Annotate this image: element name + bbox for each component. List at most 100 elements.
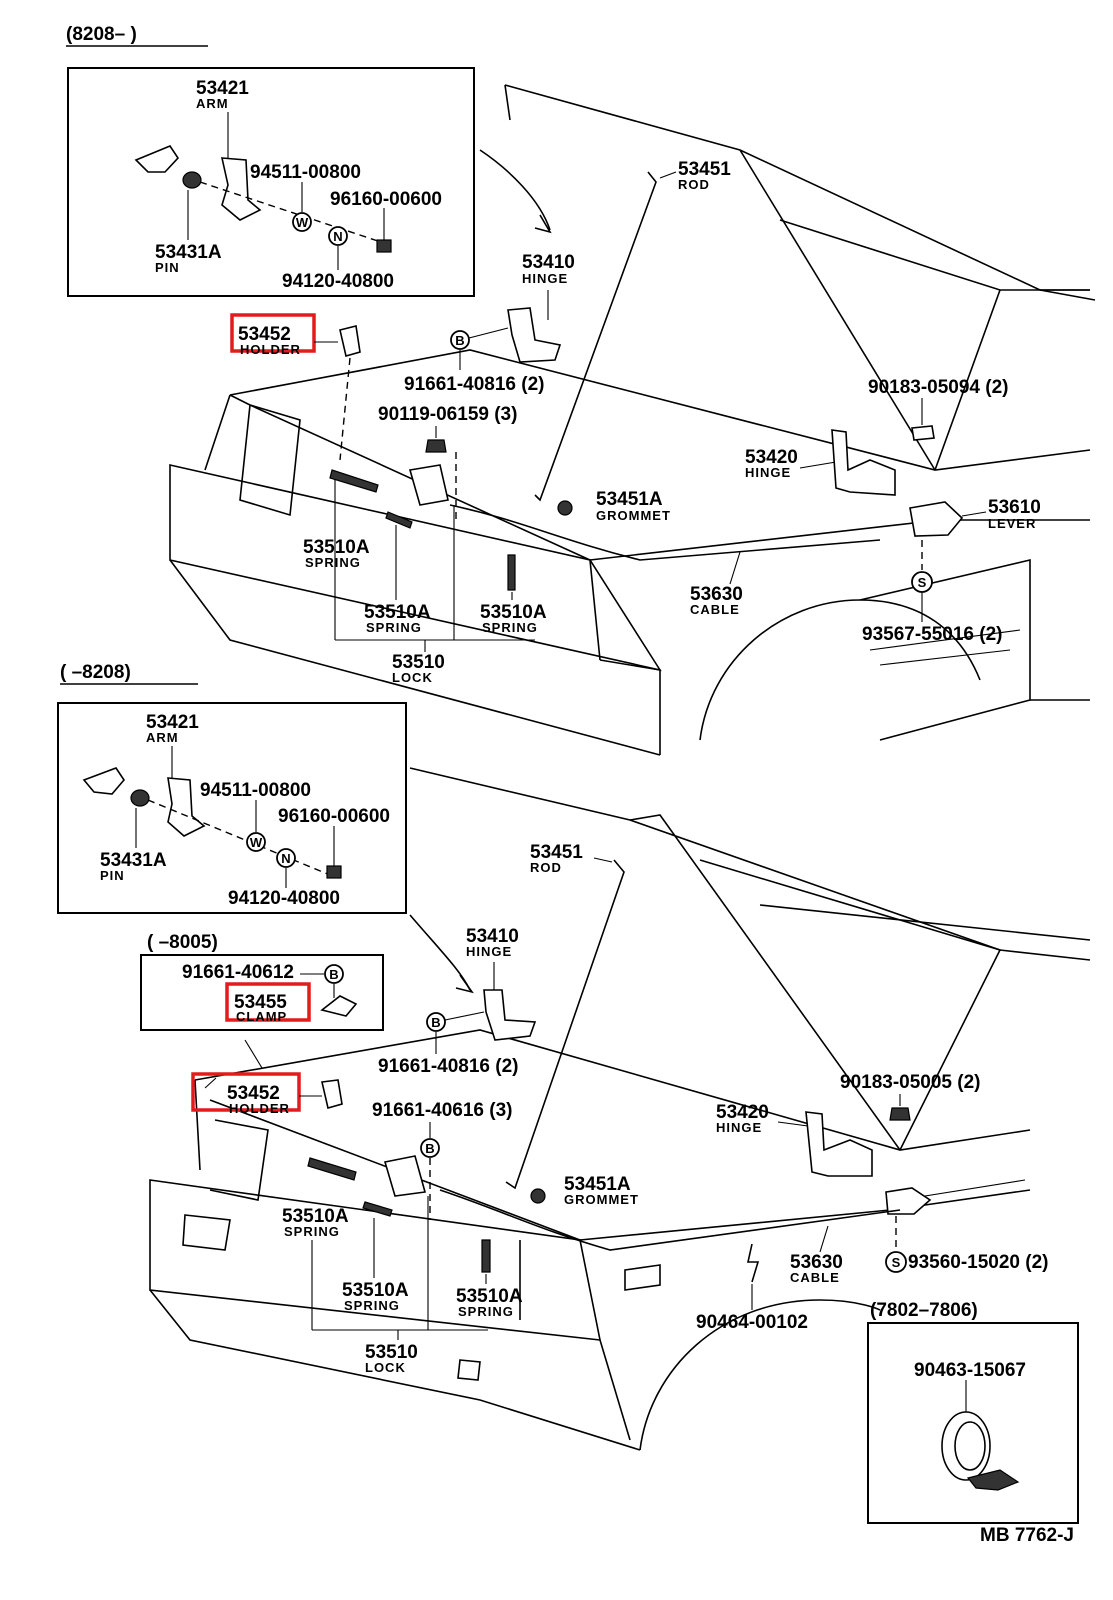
- lower-inset: 53421 ARM 94511-00800 W 96160-00600 N 94…: [57, 702, 407, 914]
- upper-lock-group: 53510A SPRING 53510A SPRING 53510A SPRIN…: [303, 469, 547, 685]
- lower-inset-nut-symbol: [276, 848, 296, 868]
- lower-inset-washer-symbol: [246, 832, 266, 852]
- upper-grommet-icon: [557, 500, 573, 516]
- svg-text:B: B: [329, 967, 338, 982]
- lower-inset-arm-num: 53421: [146, 712, 199, 733]
- lower-inset-frame: [57, 702, 407, 914]
- svg-text:B: B: [455, 333, 464, 348]
- upper-hinge-icon: [507, 307, 562, 363]
- upper-rod-icon: [534, 171, 657, 502]
- lower-inset-bracket-icon: [82, 767, 126, 795]
- lower-spring2-num: 53510A: [342, 1280, 409, 1301]
- upper-inset-pin-name: PIN: [155, 260, 180, 275]
- lower-lock-num: 53510: [365, 1342, 418, 1363]
- upper-inset-pin-icon: [182, 171, 202, 189]
- upper-hinge-num: 53410: [522, 252, 575, 273]
- lower-inset-washer-num: 94511-00800: [200, 780, 311, 801]
- lower-lever-bolt-icon: [889, 1107, 911, 1121]
- upper-holder-num: 53452: [238, 324, 291, 345]
- lower-hinge-name: HINGE: [466, 944, 512, 959]
- lower-hinge-bolt-symbol: [426, 1012, 446, 1032]
- svg-text:N: N: [333, 229, 342, 244]
- upper-spring3-num: 53510A: [480, 602, 547, 623]
- upper-cable-name: CABLE: [690, 602, 740, 617]
- lower-grommet-num: 53451A: [564, 1174, 631, 1195]
- lower-screw-symbol: [885, 1251, 907, 1273]
- lower-grommet: 53451A GROMMET: [530, 1174, 638, 1207]
- upper-inset: 53421 ARM 94511-00800 W 96160-00600 N 94…: [67, 67, 475, 297]
- lower-hinge: 53410 HINGE B 91661-40816 (2): [378, 926, 537, 1077]
- lower-inset-nut-icon: [326, 865, 342, 879]
- lower-grommet-icon: [530, 1188, 546, 1204]
- lower-rod-name: ROD: [530, 860, 562, 875]
- upper-spring2-icon: [385, 511, 413, 529]
- upper-lock-icon: [408, 464, 449, 506]
- upper-holder-highlight: [230, 313, 316, 353]
- lower-spring3-num: 53510A: [456, 1286, 523, 1307]
- upper-grommet: 53451A GROMMET: [557, 489, 670, 523]
- lower-lock-group: 53510A SPRING 53510A SPRING 53510A SPRIN…: [282, 1157, 523, 1375]
- lower-inset-pin-name: PIN: [100, 868, 125, 883]
- upper-spring2-num: 53510A: [364, 602, 431, 623]
- upper-rod: 53451 ROD: [534, 159, 731, 502]
- upper-inset-nut-symbol: [328, 226, 348, 246]
- upper-car-body: [169, 84, 1096, 756]
- lower-lever-icon: [885, 1187, 932, 1215]
- lower-holder-highlight: [191, 1072, 301, 1112]
- upper-rod-name: ROD: [678, 177, 710, 192]
- svg-text:S: S: [892, 1255, 901, 1270]
- lower-holder-name: HOLDER: [229, 1101, 290, 1116]
- upper-spring3-name: SPRING: [482, 620, 538, 635]
- upper-range-label: (8208– ): [66, 24, 137, 45]
- lower-clip-inset-num: 90463-15067: [914, 1360, 1026, 1381]
- lower-spring3-name: SPRING: [458, 1304, 514, 1319]
- lower-inset-nut-num: 96160-00600: [278, 806, 390, 827]
- lower-clamp-inset: ( –8005) 91661-40612 B 53455 CLAMP: [140, 932, 384, 1031]
- svg-text:N: N: [281, 851, 290, 866]
- lower-clamp-range: ( –8005): [147, 932, 218, 953]
- lower-clip-inset: (7802–7806) 90463-15067: [867, 1300, 1079, 1524]
- upper-hinge-bolt-symbol: [450, 330, 470, 350]
- upper-screw-num: 93567-55016 (2): [862, 624, 1003, 645]
- upper-inset-nut-icon: [376, 239, 392, 253]
- catalog-code: MB 7762-J: [980, 1525, 1074, 1546]
- lower-hinge2-icon: [805, 1111, 873, 1177]
- lower-clamp-highlight: [225, 982, 311, 1022]
- svg-text:S: S: [918, 575, 927, 590]
- lower-car-body: [149, 767, 1091, 1451]
- lower-clamp-name: CLAMP: [236, 1009, 287, 1024]
- upper-cable-icon: [449, 504, 881, 561]
- lower-spring1-num: 53510A: [282, 1206, 349, 1227]
- upper-hinge2-num: 53420: [745, 447, 798, 468]
- lower-hinge-num: 53410: [466, 926, 519, 947]
- lower-hinge2: 53420 HINGE: [716, 1102, 873, 1177]
- upper-holder-icon: [339, 325, 361, 358]
- lower-clip-icon: [747, 1243, 760, 1283]
- lower-spring2-name: SPRING: [344, 1298, 400, 1313]
- lower-section: ( –8208) 534: [57, 662, 1091, 1546]
- upper-section: (8208– ): [66, 24, 1096, 756]
- lower-clamp-frame: [140, 954, 384, 1031]
- lower-lock-icon: [383, 1155, 427, 1197]
- lower-lever-bolt-num: 90183-05005 (2): [840, 1072, 981, 1093]
- upper-screw: S 93567-55016 (2): [862, 540, 1003, 645]
- upper-spring1-icon: [329, 469, 379, 493]
- svg-text:B: B: [431, 1015, 440, 1030]
- lower-cable-name: CABLE: [790, 1270, 840, 1285]
- upper-hinge2: 53420 HINGE: [745, 429, 896, 496]
- upper-lever: 53610 LEVER: [909, 497, 1041, 537]
- upper-hinge: 53410 HINGE B 91661-40816 (2): [404, 252, 575, 395]
- svg-text:W: W: [296, 215, 309, 230]
- upper-inset-bracket-icon: [134, 145, 180, 173]
- lower-clip: 90464-00102: [696, 1243, 808, 1333]
- upper-lever-num: 53610: [988, 497, 1041, 518]
- lower-holder: 53452 HOLDER: [191, 1039, 343, 1116]
- lower-hinge-icon: [483, 989, 537, 1041]
- upper-grommet-num: 53451A: [596, 489, 663, 510]
- lower-spring2-icon: [362, 1201, 393, 1217]
- upper-cable: 53630 CABLE: [449, 504, 881, 617]
- lower-clip-num: 90464-00102: [696, 1312, 808, 1333]
- lower-spring1-icon: [307, 1157, 357, 1181]
- lower-holder-icon: [321, 1079, 343, 1110]
- lower-rod: 53451 ROD: [505, 842, 625, 1190]
